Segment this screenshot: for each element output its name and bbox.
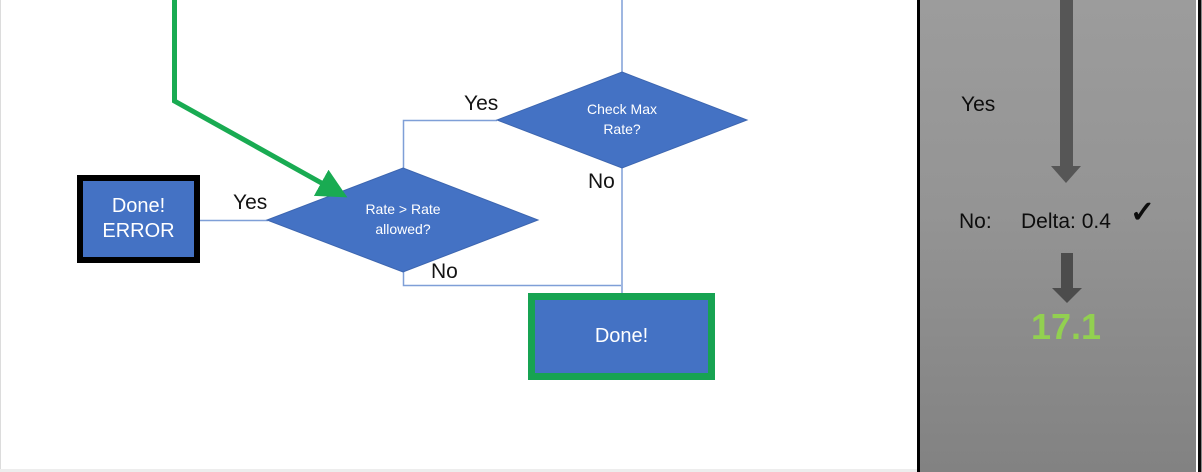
terminal-done-error-line1: Done! — [111, 195, 166, 217]
panel-right-border — [1198, 0, 1201, 472]
panel-result-value: 17.1 — [1030, 306, 1102, 347]
edge-label-check-max-no: No — [588, 170, 615, 193]
panel-down-arrow-1-head — [1051, 166, 1081, 183]
decision-rate-allowed-label: Rate > Rate allowed? — [365, 201, 441, 237]
terminal-done-box: Done! — [528, 293, 715, 380]
terminal-done-error-box: Done! ERROR — [77, 175, 200, 263]
edge-label-rate-yes: Yes — [233, 191, 268, 214]
terminal-done-error-line2: ERROR — [102, 220, 175, 242]
panel-down-arrow-1 — [1060, 0, 1073, 167]
panel-down-arrow-2 — [1061, 253, 1073, 289]
slide-left-edge — [0, 0, 1, 472]
slide-bottom-edge — [0, 469, 917, 472]
checkmark-icon: ✓ — [1130, 196, 1156, 229]
edge-label-check-max-yes: Yes — [464, 92, 499, 115]
panel-delta-value: Delta: 0.4 — [1021, 210, 1111, 233]
decision-check-max-rate-shape — [495, 71, 749, 169]
decision-rate-allowed-shape — [265, 167, 540, 273]
connector-rate-no-to-done — [402, 271, 621, 287]
panel-no-label: No: — [959, 210, 992, 233]
side-panel: Yes No: Delta: 0.4 ✓ 17.1 — [917, 0, 1196, 472]
edge-label-rate-no: No — [431, 260, 458, 283]
connector-check-max-yes — [402, 119, 497, 169]
flowchart-graphics — [172, 0, 749, 294]
panel-down-arrow-2-head — [1052, 288, 1082, 303]
panel-yes-label: Yes — [961, 93, 996, 116]
terminal-done-label: Done! — [594, 325, 649, 347]
green-flow-arrow — [172, 0, 348, 198]
decision-check-max-rate-label: Check Max Rate? — [586, 101, 658, 137]
